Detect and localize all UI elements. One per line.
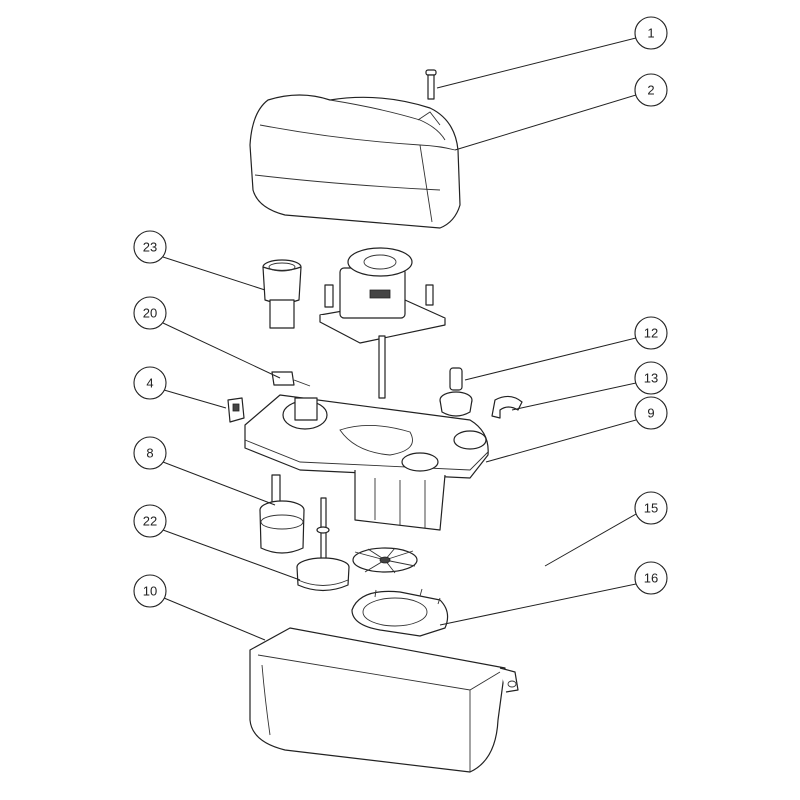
part-2-cover	[249, 94, 461, 229]
callout-label: 8	[146, 446, 153, 461]
part-12-fitting	[439, 367, 473, 417]
callout-8: 8	[133, 436, 167, 470]
callout-label: 12	[644, 326, 658, 341]
callout-label: 22	[143, 514, 157, 529]
callout-label: 15	[644, 501, 658, 516]
part-15-impeller	[352, 547, 418, 574]
callout-15: 15	[634, 491, 668, 525]
callout-12: 12	[634, 316, 668, 350]
part-9-base	[244, 394, 489, 531]
part-20-clip	[271, 371, 311, 387]
callout-label: 2	[647, 83, 654, 98]
callout-label: 16	[644, 571, 658, 586]
part-4-connector	[227, 397, 245, 423]
callout-20: 20	[133, 296, 167, 330]
callout-label: 9	[647, 406, 654, 421]
callout-13: 13	[634, 361, 668, 395]
callout-2: 2	[634, 73, 668, 107]
part-16-plate	[351, 588, 449, 637]
callout-4: 4	[133, 366, 167, 400]
callout-23: 23	[133, 230, 167, 264]
callout-label: 4	[146, 376, 153, 391]
callout-16: 16	[634, 561, 668, 595]
part-8-float	[259, 474, 305, 554]
motor-assembly	[319, 247, 446, 399]
part-1-screw	[425, 69, 437, 100]
part-22-impeller-housing	[296, 497, 350, 592]
callout-label: 13	[644, 371, 658, 386]
part-10-reservoir	[249, 627, 519, 773]
leader-lines	[162, 37, 637, 641]
callout-1: 1	[634, 16, 668, 50]
callout-label: 10	[143, 584, 157, 599]
part-23-cup	[262, 259, 302, 329]
callout-10: 10	[133, 574, 167, 608]
callout-label: 1	[647, 26, 654, 41]
callout-22: 22	[133, 504, 167, 538]
part-13-clip	[491, 395, 523, 419]
callout-label: 23	[143, 240, 157, 255]
callout-9: 9	[634, 396, 668, 430]
callout-label: 20	[143, 306, 157, 321]
